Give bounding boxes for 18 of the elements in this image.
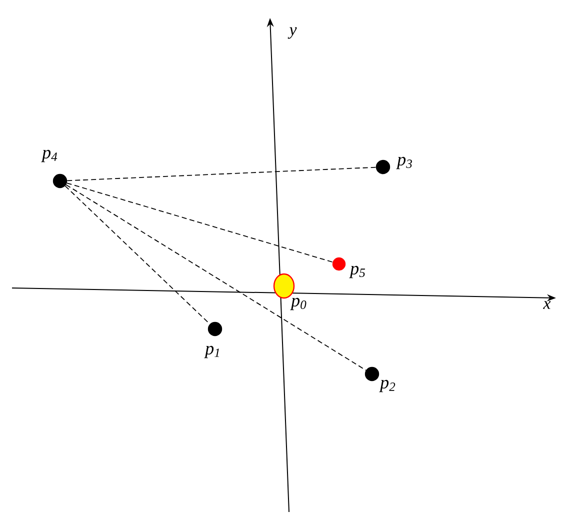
point-label: p$_{2}$ — [379, 380, 396, 392]
point-label: p$_{1}$ — [204, 346, 220, 358]
dashed-line — [66, 166, 376, 182]
point-label: p$_{3}$ — [396, 156, 412, 170]
point-label: p$_{4}$ — [41, 150, 58, 162]
dashed-line — [64, 185, 210, 325]
point-label: p$_{5}$ — [349, 266, 366, 278]
axis-label: y — [288, 27, 297, 39]
point — [376, 160, 390, 174]
point-label: p$_{0}$ — [290, 298, 306, 310]
point — [273, 273, 295, 299]
point — [52, 174, 68, 188]
point — [364, 366, 380, 382]
dashed-line — [66, 182, 334, 263]
axis-label: x — [543, 301, 551, 309]
dashed-line — [66, 184, 366, 371]
point — [208, 322, 222, 336]
point — [332, 257, 346, 271]
